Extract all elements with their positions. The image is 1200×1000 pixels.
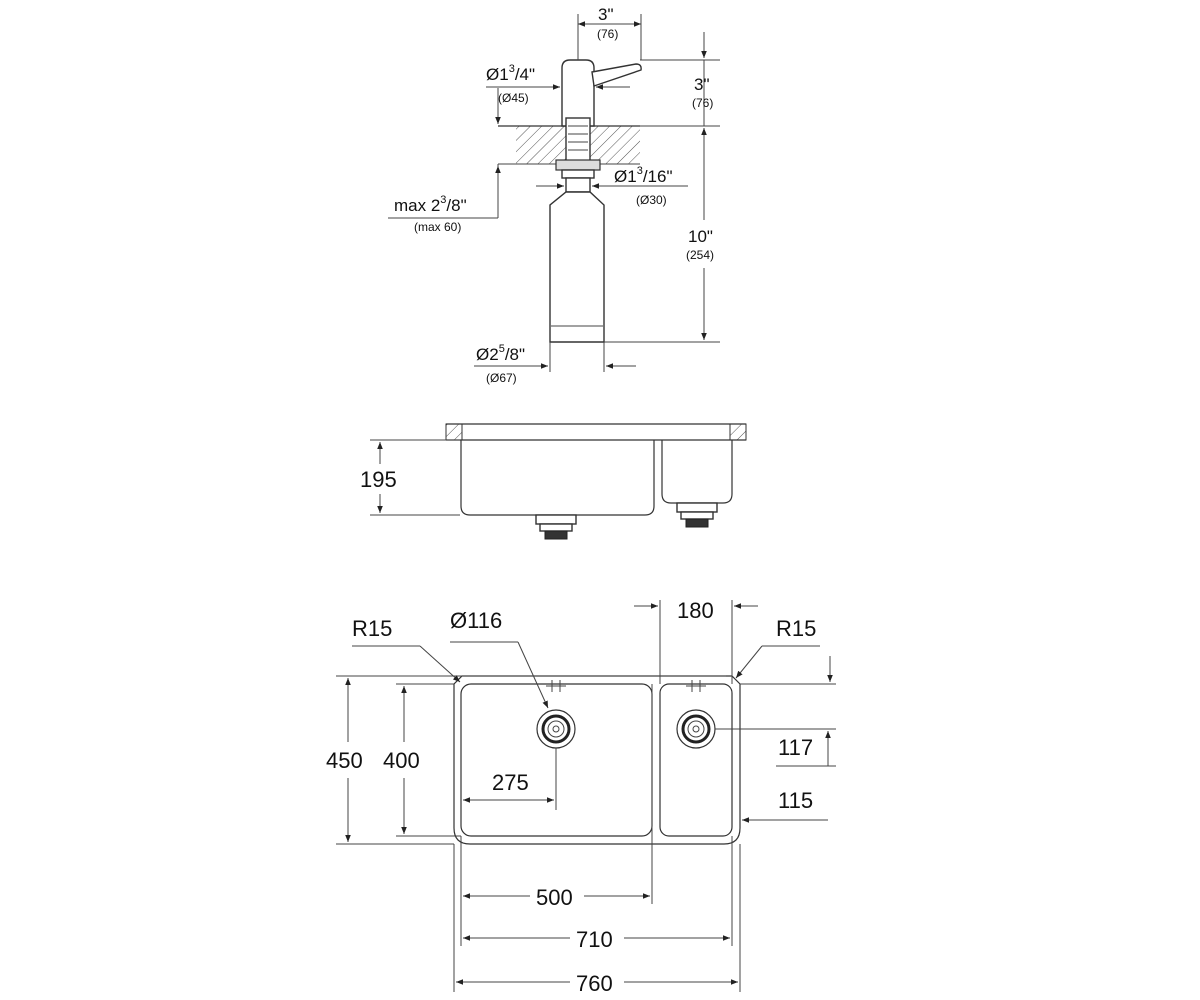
head-diameter-label: Ø13/4"	[486, 63, 535, 84]
head-diameter-mm: (Ø45)	[498, 91, 529, 105]
drain-offset-label: 275	[492, 770, 529, 795]
shank-diameter-label: Ø13/16"	[614, 165, 672, 186]
bottle-diameter-label: Ø25/8"	[476, 343, 525, 364]
small-drain	[676, 709, 716, 749]
drain-diameter-label: Ø116	[450, 608, 502, 633]
small-bowl-length-label: 115	[778, 788, 813, 813]
bowl-depth-label: 400	[383, 748, 420, 773]
bottle-diameter-mm: (Ø67)	[486, 371, 517, 385]
small-waste-fitting	[676, 502, 718, 528]
pump-spout	[591, 63, 642, 87]
max-thickness-label: max 23/8"	[394, 194, 467, 215]
main-waste-fitting	[535, 514, 577, 540]
small-bowl-width-label: 180	[677, 598, 714, 623]
dispenser-length-inch: 10"	[688, 227, 713, 246]
sink-plan-view: R15 Ø116 180 R15 450 400 275	[326, 598, 836, 996]
main-bowl-section	[460, 440, 655, 516]
small-drain-offset-label: 117	[778, 735, 813, 760]
sink-outer-outline	[453, 675, 741, 845]
small-bowl-section	[661, 440, 733, 504]
dispenser-height-mm: (76)	[692, 96, 713, 110]
radius-left-label: R15	[352, 616, 392, 641]
soap-dispenser-view: 3" (76) 3" (76) 10" (254) Ø13/4" (Ø45) Ø…	[388, 5, 720, 385]
outer-width-label: 760	[576, 971, 613, 996]
mounting-nut	[555, 159, 601, 171]
soap-bottle	[549, 191, 605, 343]
inner-width-label: 710	[576, 927, 613, 952]
dispenser-width-inch: 3"	[598, 5, 614, 24]
main-bowl-width-label: 500	[536, 885, 573, 910]
sink-section-view: 195	[360, 423, 747, 540]
outer-depth-label: 450	[326, 748, 363, 773]
pump-head	[561, 59, 595, 127]
main-drain	[536, 709, 576, 749]
small-bowl-outline	[659, 683, 733, 837]
max-thickness-mm: (max 60)	[414, 220, 461, 234]
radius-right-label: R15	[776, 616, 816, 641]
dispenser-height-inch: 3"	[694, 75, 710, 94]
dispenser-length-mm: (254)	[686, 248, 714, 262]
shank-diameter-mm: (Ø30)	[636, 193, 667, 207]
section-depth-label: 195	[360, 467, 397, 492]
dispenser-width-mm: (76)	[597, 27, 618, 41]
